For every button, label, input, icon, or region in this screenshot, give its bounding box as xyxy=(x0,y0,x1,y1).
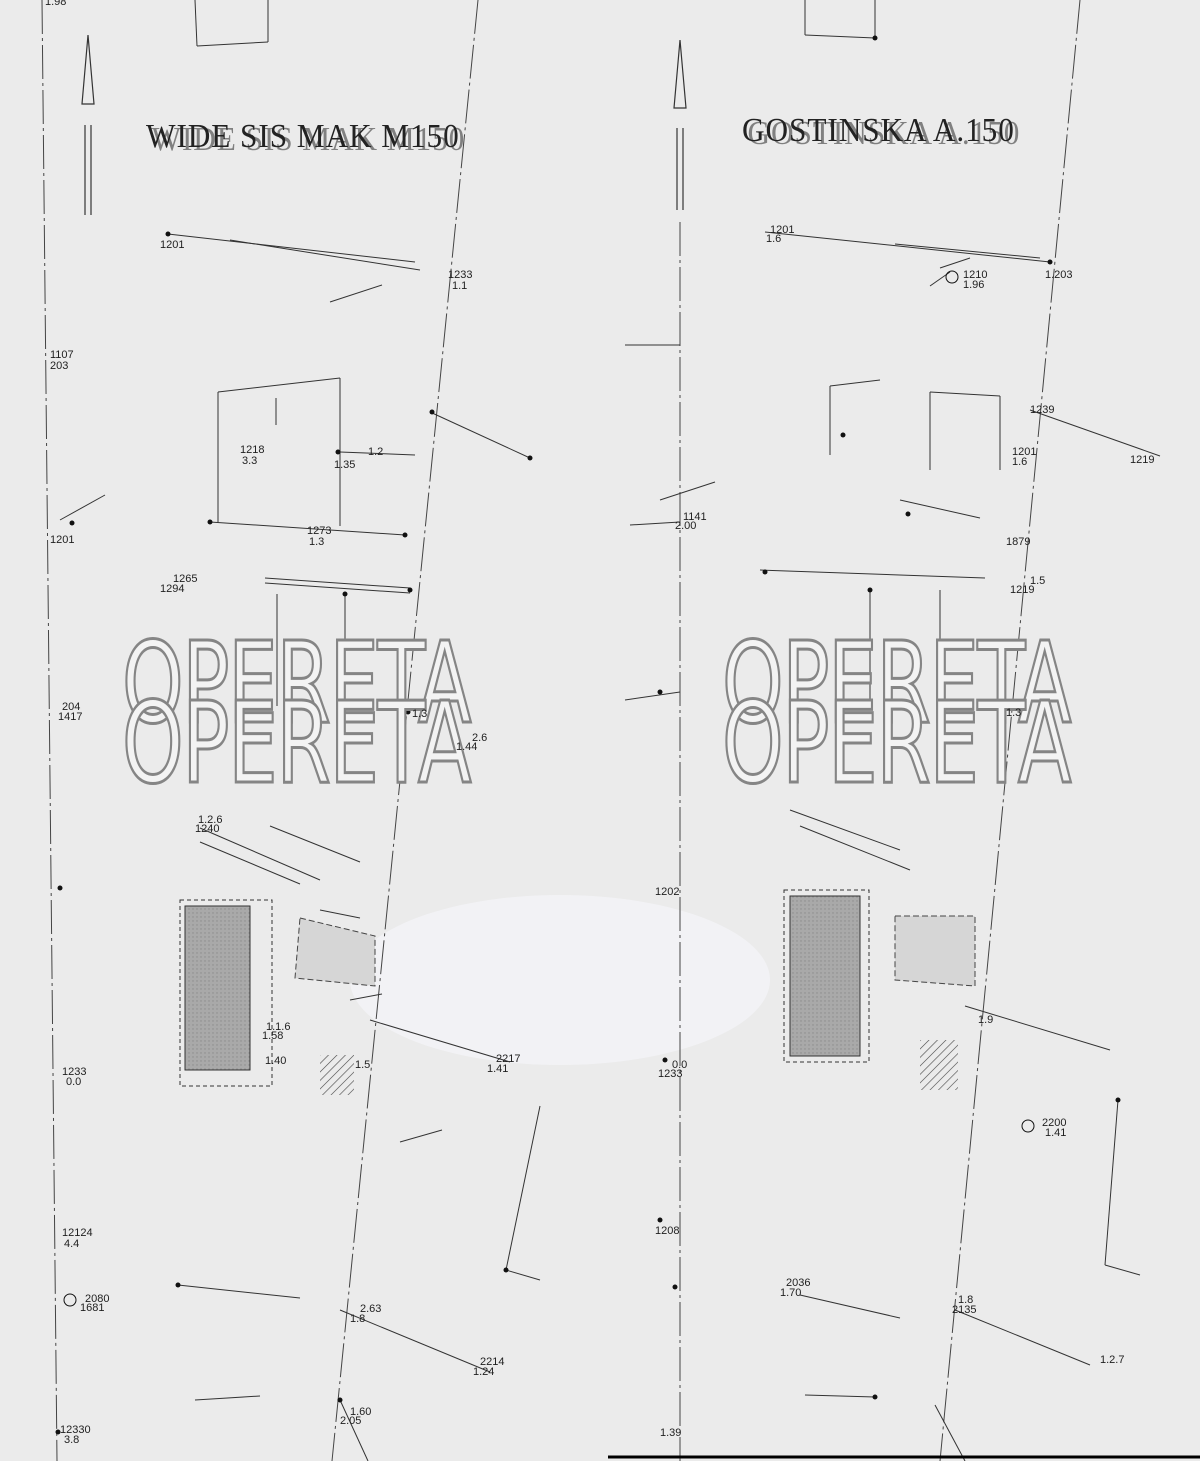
elevation-label: 12124 xyxy=(62,1227,93,1239)
elevation-label: 2214 xyxy=(480,1356,505,1368)
right-watermark-echo: OPERETA xyxy=(721,679,1073,809)
elevation-label: 1219 xyxy=(1010,584,1035,596)
elevation-label: 1201 xyxy=(50,534,75,546)
left-survey-points xyxy=(55,231,533,1435)
left-hatch-patch xyxy=(320,1055,354,1095)
left-parcel-lines xyxy=(59,0,541,1461)
right-road-boundaries xyxy=(679,0,1081,1461)
elevation-label: 1201 xyxy=(160,239,185,251)
left-shed xyxy=(294,917,376,987)
elevation-label: 1.98 xyxy=(45,0,67,8)
elevation-label: 0.0 xyxy=(672,1059,688,1071)
elevation-label: 2.00 xyxy=(675,520,697,532)
right-building-outline xyxy=(783,889,870,1063)
elevation-label: 1141 xyxy=(683,511,707,523)
elevation-label: 1.2.7 xyxy=(1100,1354,1125,1366)
right-watermark: OPERETA xyxy=(721,619,1073,749)
elevation-label: 1.1 xyxy=(452,280,468,292)
elevation-label: 0.0 xyxy=(66,1076,82,1088)
left-watermark-echo: OPERETA xyxy=(121,679,473,809)
elevation-label: 1.5 xyxy=(355,1059,371,1071)
elevation-label: 1233 xyxy=(62,1066,87,1078)
elevation-label: 1210 xyxy=(963,269,988,281)
left-watermark: OPERETA xyxy=(121,619,473,749)
right-north-arrow xyxy=(673,39,687,210)
elevation-label: 2217 xyxy=(496,1053,521,1065)
elevation-label: 2036 xyxy=(786,1277,811,1289)
elevation-label: 2200 xyxy=(1042,1117,1067,1129)
elevation-label: 1.40 xyxy=(265,1055,287,1067)
elevation-label: 1.1.6 xyxy=(266,1021,291,1033)
elevation-label: 1.96 xyxy=(963,279,985,291)
elevation-label: 1265 xyxy=(173,573,198,585)
elevation-label: 1.2.6 xyxy=(198,814,223,826)
elevation-label: 1.39 xyxy=(660,1427,682,1439)
left-building xyxy=(184,905,251,1071)
elevation-label: 1233 xyxy=(448,269,473,281)
elevation-label: 1.58 xyxy=(262,1030,284,1042)
elevation-label: 1681 xyxy=(80,1302,105,1314)
right-building xyxy=(789,895,861,1057)
right-street-name: GOSTINSKA A.150 xyxy=(742,112,1015,149)
elevation-label: 1218 xyxy=(240,444,265,456)
elevation-label: 1294 xyxy=(160,583,185,595)
elevation-label: 1240 xyxy=(195,823,220,835)
elevation-label: 1.3 xyxy=(412,708,428,720)
elevation-label: 1.5 xyxy=(1030,575,1046,587)
elevation-label: 1.70 xyxy=(780,1287,802,1299)
elevation-label: 1208 xyxy=(655,1225,680,1237)
elevation-label: 4.4 xyxy=(64,1238,80,1250)
elevation-label: 1.3 xyxy=(1006,707,1022,719)
elevation-label: 1239 xyxy=(1030,404,1055,416)
elevation-label: 1.35 xyxy=(334,459,356,471)
elevation-label: 1417 xyxy=(58,711,83,723)
elevation-label: 1.8 xyxy=(958,1294,974,1306)
elevation-label: 1.3 xyxy=(309,536,325,548)
elevation-label: 1233 xyxy=(658,1068,683,1080)
elevation-label: 203 xyxy=(50,360,69,372)
left-building-outline xyxy=(179,899,273,1087)
elevation-label: 2.6 xyxy=(472,732,488,744)
elevation-label: 12330 xyxy=(60,1424,91,1436)
elevation-label: 204 xyxy=(62,701,81,713)
right-survey-points xyxy=(657,35,1121,1400)
elevation-label: 1.2 xyxy=(368,446,384,458)
right-parcel-lines xyxy=(624,0,1161,1461)
light-area xyxy=(350,895,770,1065)
elevation-label: 1273 xyxy=(307,525,332,537)
elevation-label: 1.203 xyxy=(1045,269,1073,281)
elevation-label: 2.05 xyxy=(340,1415,362,1427)
elevation-label: 3.3 xyxy=(242,455,258,467)
elevation-label: 2.63 xyxy=(360,1303,382,1315)
elevation-label: 1201 xyxy=(1012,446,1037,458)
elevation-label: 1.44 xyxy=(456,741,478,753)
elevation-label: 1.9 xyxy=(978,1014,994,1026)
elevation-label: 1107 xyxy=(50,349,74,361)
left-north-arrow xyxy=(81,34,95,215)
elevation-label: 1201 xyxy=(770,224,795,236)
elevation-label: 2135 xyxy=(952,1304,977,1316)
left-road-boundaries xyxy=(41,0,479,1461)
left-street-name: WIDE SIS MAK M150 xyxy=(146,118,460,155)
elevation-label: 1.41 xyxy=(487,1063,509,1075)
elevation-label: 1.60 xyxy=(350,1406,372,1418)
elevation-label: 1.6 xyxy=(1012,456,1028,468)
elevation-label: 2080 xyxy=(85,1293,110,1305)
elevation-label: 3.8 xyxy=(64,1434,80,1446)
elevation-label: 1202 xyxy=(655,886,680,898)
right-shed xyxy=(894,915,976,987)
elevation-label: 1.6 xyxy=(766,233,782,245)
elevation-label: 1879 xyxy=(1006,536,1031,548)
right-hatch-patch xyxy=(920,1040,958,1090)
elevation-label: 1.41 xyxy=(1045,1127,1067,1139)
elevation-label: 1.8 xyxy=(350,1313,366,1325)
elevation-label: 1.24 xyxy=(473,1366,495,1378)
elevation-label: 1219 xyxy=(1130,454,1155,466)
